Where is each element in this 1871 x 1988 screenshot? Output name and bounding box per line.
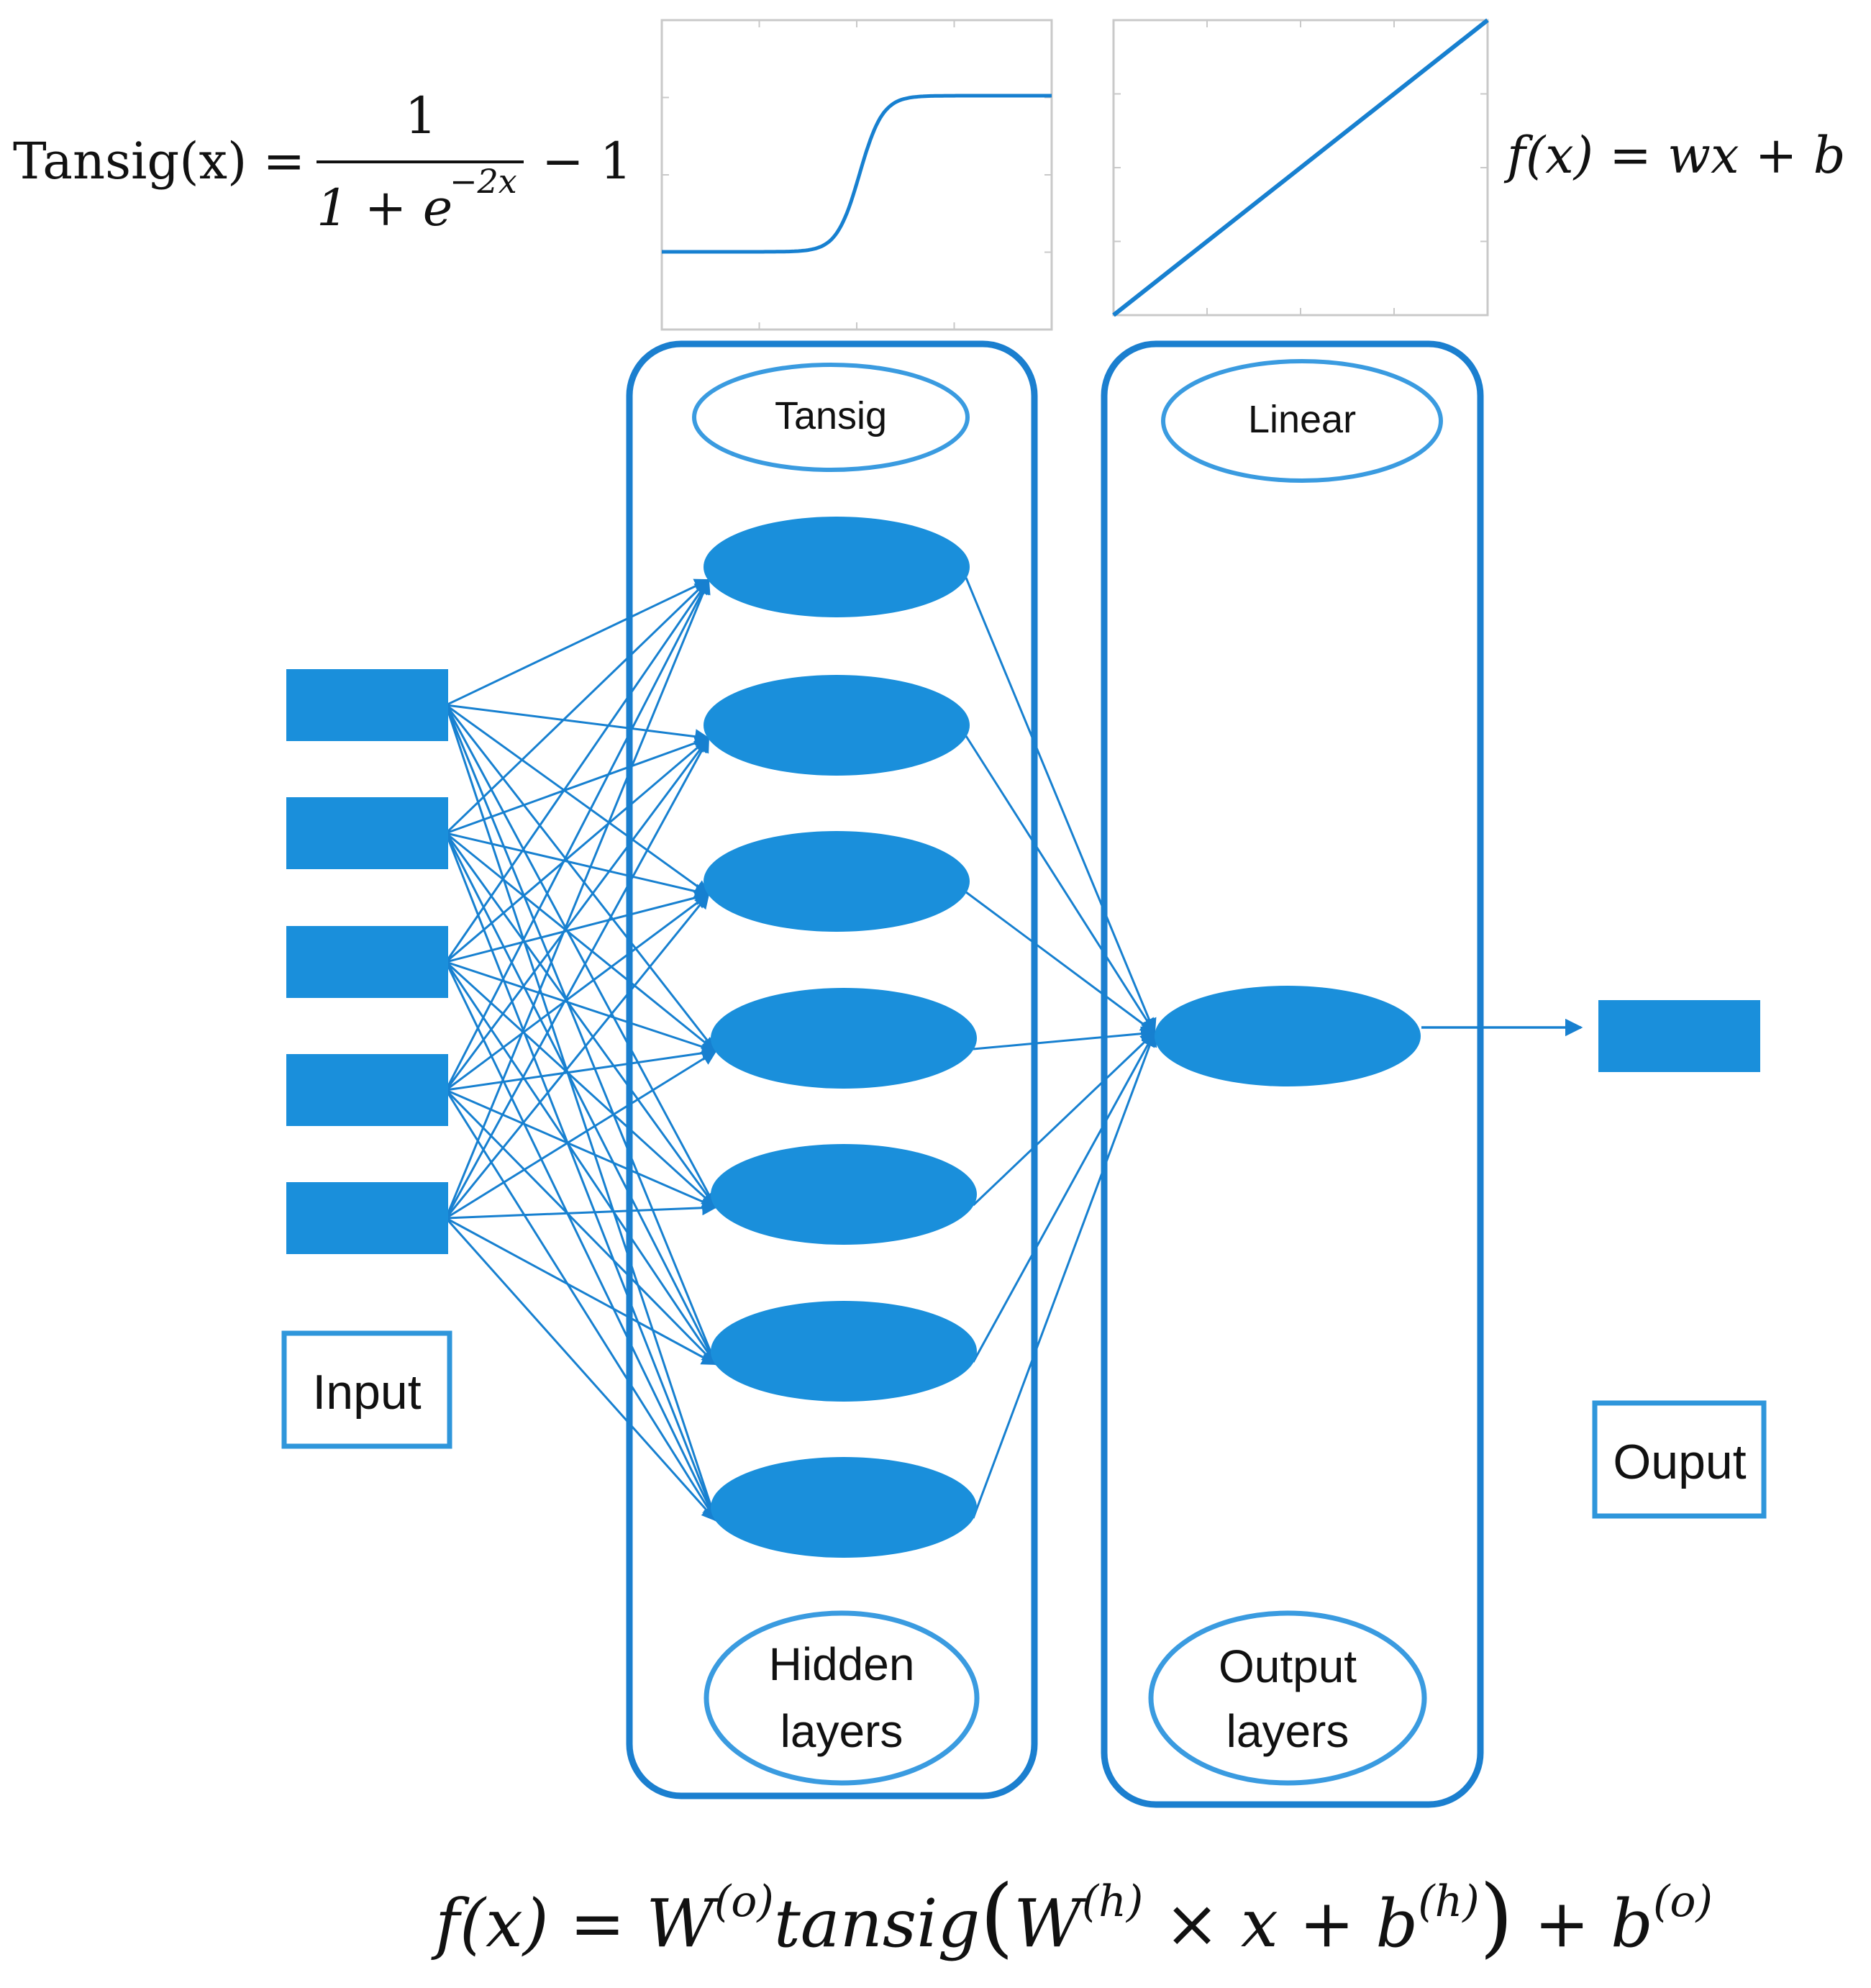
input-hidden-connection	[445, 1089, 717, 1209]
input-node	[286, 926, 448, 998]
input-hidden-connection	[445, 578, 710, 1091]
input-hidden-connection	[445, 1217, 717, 1522]
input-hidden-connection	[445, 737, 710, 1091]
input-hidden-connection	[445, 578, 710, 835]
input-hidden-connection	[445, 578, 710, 707]
hidden-node	[704, 517, 970, 617]
linear-plot	[1112, 18, 1489, 317]
hidden-activation-text: Tansig	[775, 394, 887, 437]
input-node	[286, 797, 448, 869]
input-hidden-connection	[445, 1217, 717, 1366]
tansig-formula-lhs: Tansig(x) =	[13, 132, 305, 191]
input-label-text: Input	[312, 1365, 421, 1420]
linear-formula: f(x) = wx + b	[1503, 126, 1846, 185]
output-layer-panel	[1101, 340, 1484, 1808]
input-hidden-connection	[445, 890, 711, 963]
input-node	[286, 1054, 448, 1126]
hidden-node	[704, 675, 970, 776]
hidden-node	[704, 831, 970, 932]
hidden-output-connection	[973, 1026, 1157, 1050]
input-hidden-connection	[445, 1200, 718, 1220]
input-hidden-connection	[445, 578, 711, 1219]
hidden-output-connection	[965, 735, 1156, 1034]
input-label: Input	[281, 1330, 452, 1449]
input-hidden-connection	[445, 893, 710, 1219]
output-activation-label: Linear	[1161, 359, 1443, 483]
input-hidden-connection	[445, 961, 717, 1055]
tansig-formula-numerator: 1	[405, 86, 437, 145]
input-hidden-connection	[445, 704, 710, 896]
output-activation-text: Linear	[1248, 398, 1356, 441]
tansig-formula: Tansig(x) = 1 1 + e −2x − 1	[13, 86, 632, 237]
hidden-nodes	[704, 517, 977, 1558]
tansig-formula-exponent: −2x	[450, 162, 517, 201]
input-node	[286, 669, 448, 741]
output-layers-label: Output layers	[1148, 1610, 1427, 1786]
input-hidden-connection	[445, 737, 710, 1219]
hidden-layers-text-line2: layers	[780, 1705, 903, 1757]
linear-plot-ticks	[1114, 20, 1488, 315]
tansig-curve-icon	[662, 94, 1052, 254]
linear-line-icon	[1112, 18, 1489, 317]
input-hidden-connection	[445, 832, 717, 1366]
input-nodes	[286, 669, 448, 1254]
input-hidden-connection	[445, 1050, 717, 1220]
output-node	[1598, 1000, 1760, 1072]
input-hidden-connection	[445, 704, 717, 1053]
input-hidden-connection	[445, 704, 711, 745]
hidden-node	[711, 1144, 977, 1245]
input-hidden-connection	[445, 1045, 718, 1091]
tansig-curve-plot	[660, 19, 1053, 331]
input-hidden-connection	[445, 961, 717, 1522]
tansig-plot-frame	[660, 19, 1053, 331]
tansig-formula-tail: − 1	[542, 132, 632, 191]
output-label: Ouput	[1592, 1400, 1767, 1519]
input-node	[286, 1182, 448, 1254]
output-layer-node	[1155, 986, 1421, 1086]
input-hidden-connection	[445, 704, 719, 1522]
input-hidden-connection	[445, 832, 711, 899]
input-hidden-connection	[445, 737, 710, 963]
input-hidden-connection	[445, 832, 718, 1522]
input-hidden-connection	[445, 893, 710, 1091]
hidden-node	[711, 1457, 977, 1558]
input-hidden-connection	[445, 735, 710, 835]
hidden-node	[711, 1301, 977, 1402]
hidden-layers-text-line1: Hidden	[769, 1638, 915, 1690]
hidden-to-output-connections	[965, 577, 1157, 1519]
hidden-activation-label: Tansig	[692, 363, 970, 472]
hidden-output-connection	[965, 891, 1156, 1034]
output-layers-text-line2: layers	[1226, 1705, 1349, 1757]
input-to-hidden-connections	[445, 578, 719, 1522]
hidden-layer-panel	[626, 340, 1038, 1799]
input-hidden-connection	[445, 704, 718, 1366]
hidden-output-connection	[972, 1031, 1157, 1519]
input-hidden-connection	[445, 578, 710, 963]
hidden-output-connection	[965, 577, 1157, 1034]
output-label-text: Ouput	[1613, 1435, 1746, 1489]
output-layers-text-line1: Output	[1219, 1640, 1357, 1692]
hidden-layers-label: Hidden layers	[704, 1610, 980, 1786]
hidden-node	[711, 988, 977, 1089]
network-formula-text: f(x) = W(o)tansig(W(h) × x + b(h)) + b(o…	[431, 1867, 1713, 1967]
tansig-formula-denominator: 1 + e	[317, 178, 452, 237]
hidden-output-connection	[972, 1031, 1156, 1363]
input-hidden-connection	[445, 832, 717, 1053]
hidden-output-connection	[972, 1031, 1156, 1207]
network-formula: f(x) = W(o)tansig(W(h) × x + b(h)) + b(o…	[431, 1867, 1713, 1967]
